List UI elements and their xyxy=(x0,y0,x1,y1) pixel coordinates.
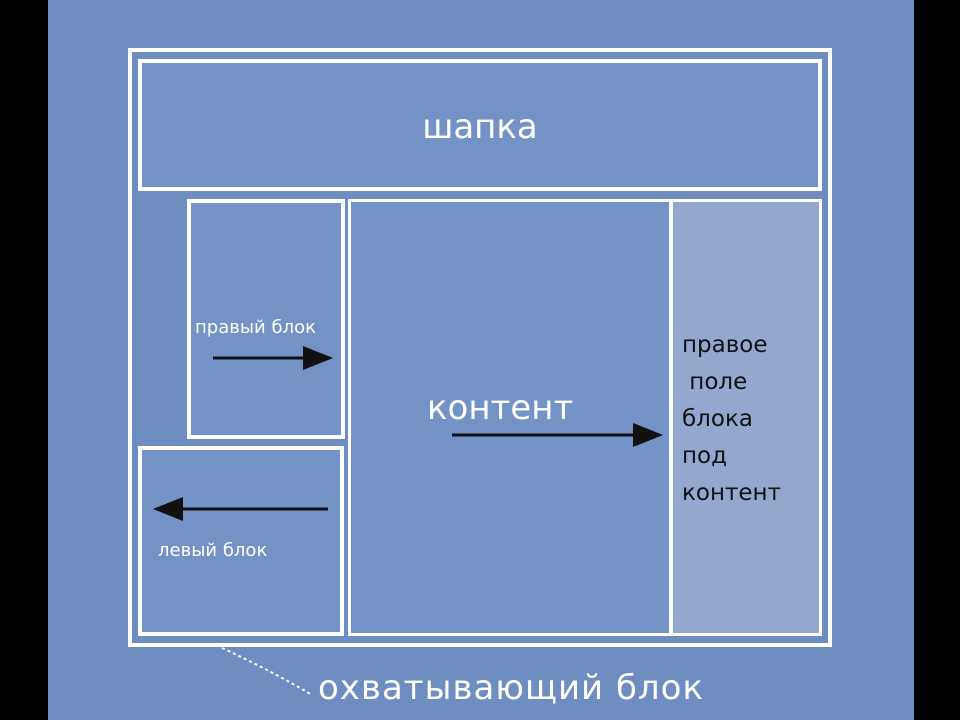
left-block: левый блок xyxy=(138,446,344,636)
wrapper-block xyxy=(128,48,832,647)
left-block-label: левый блок xyxy=(158,540,268,561)
wrapper-caption: охватывающий блок xyxy=(318,668,705,708)
header-block: шапка xyxy=(138,59,822,191)
right-field-label: правое поле блока под контент xyxy=(682,332,781,506)
content-label: контент xyxy=(427,388,574,428)
header-label: шапка xyxy=(422,107,538,147)
right-block: правый блок xyxy=(187,199,345,439)
content-block: контент xyxy=(348,199,672,636)
right-block-label: правый блок xyxy=(195,317,316,338)
right-field-block: правое поле блока под контент xyxy=(670,199,822,636)
